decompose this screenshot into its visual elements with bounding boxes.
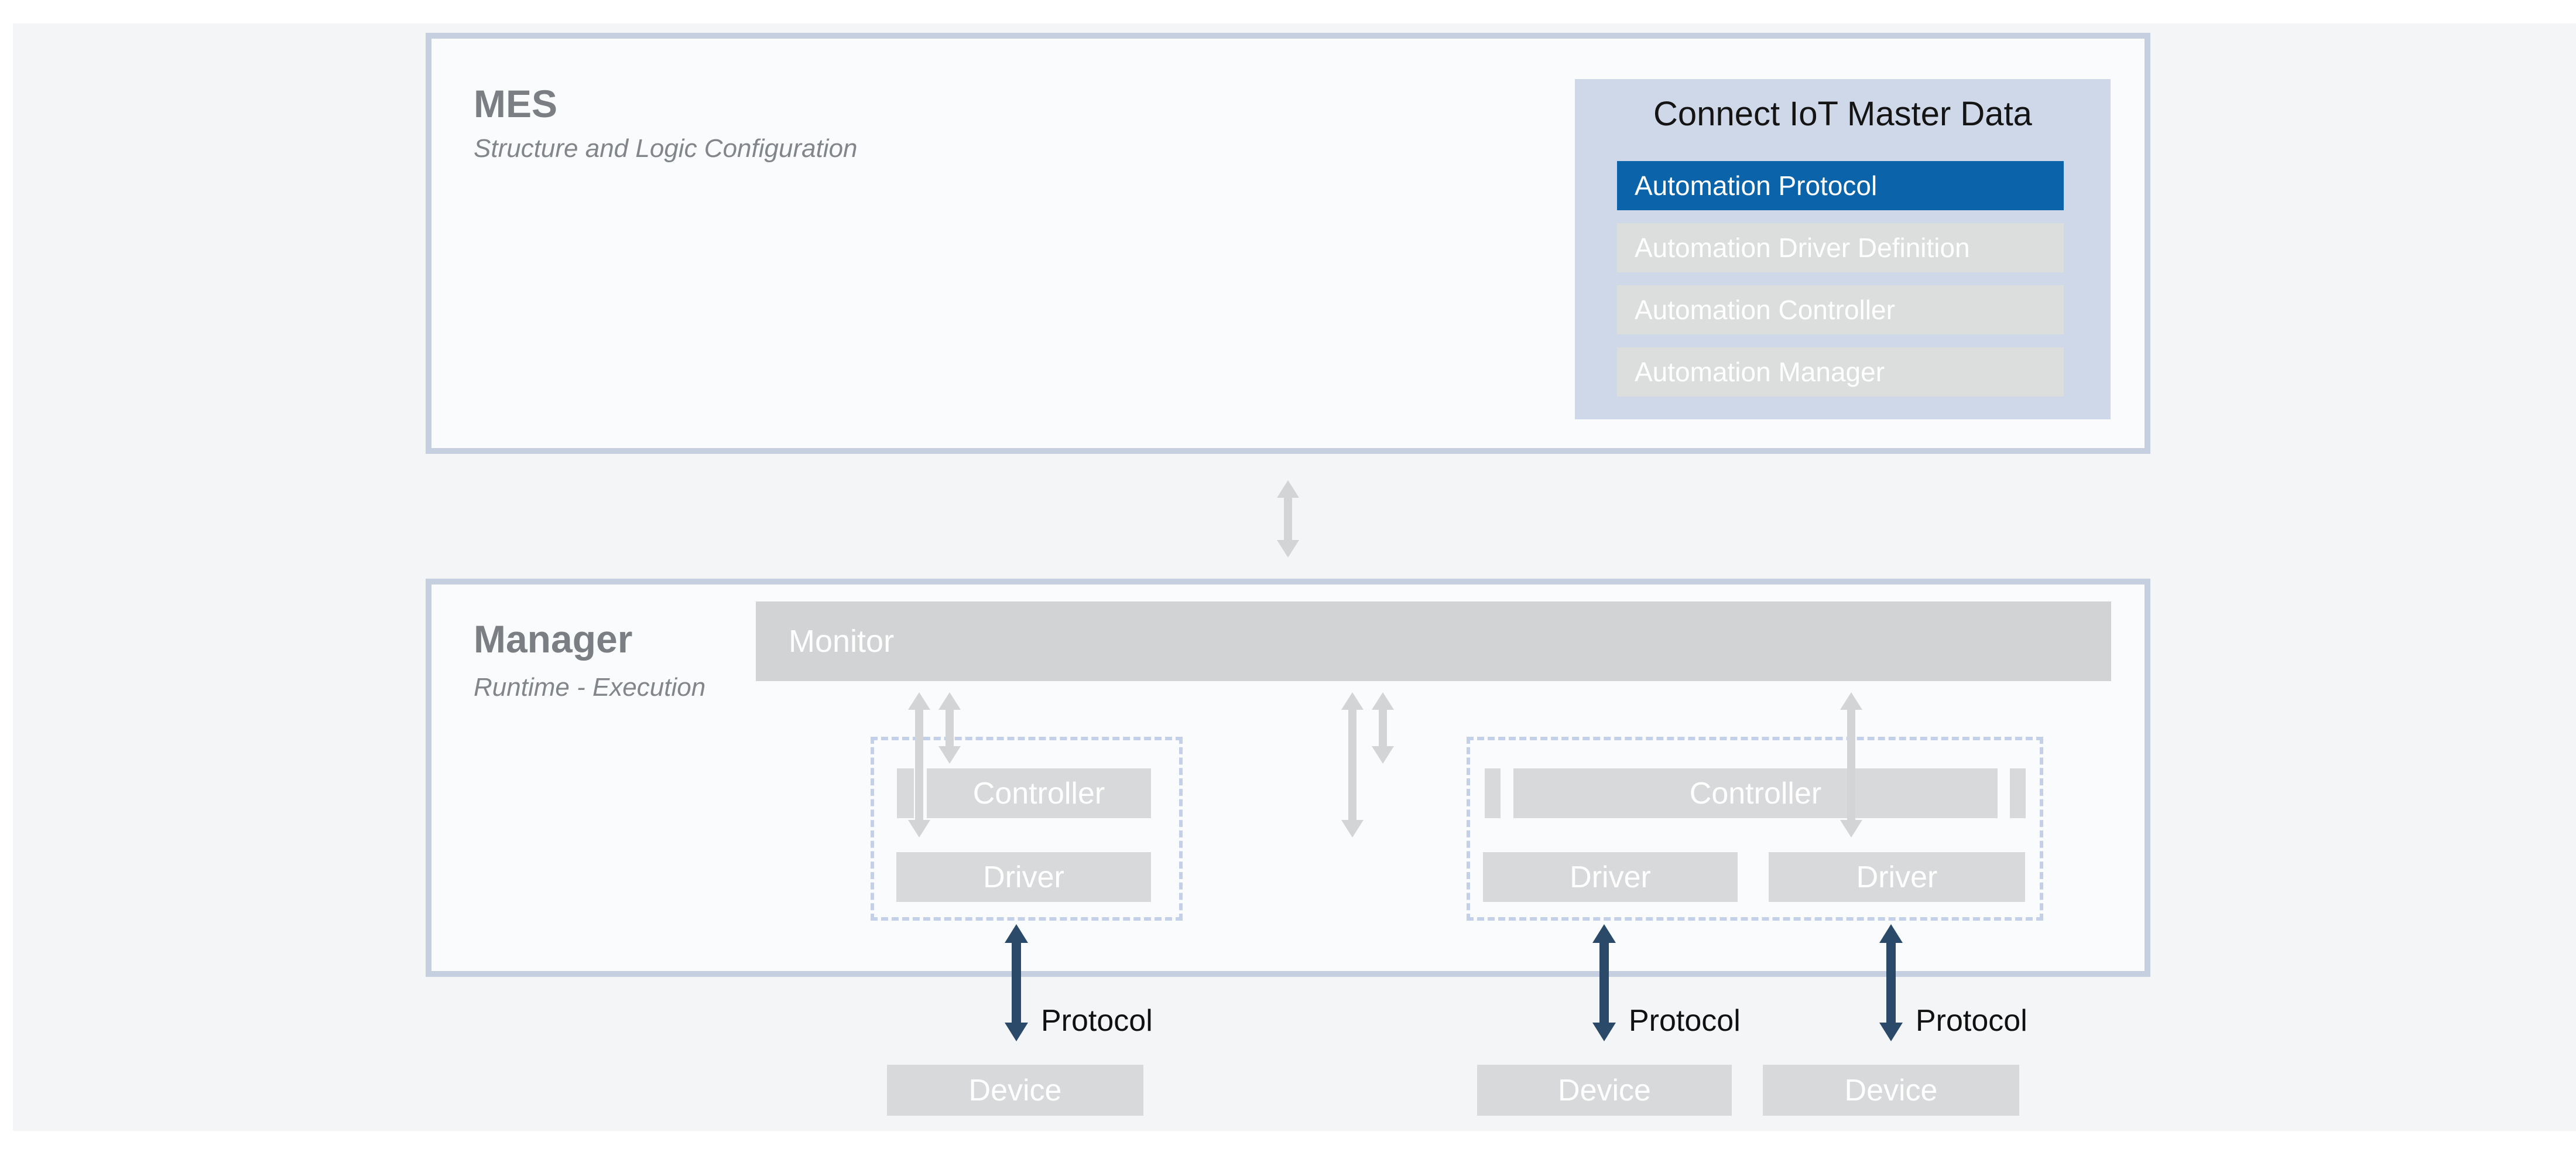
mes-subtitle: Structure and Logic Configuration <box>474 134 858 163</box>
protocol-label: Protocol <box>1916 1004 2027 1038</box>
controller-bar: Controller <box>1513 768 1998 818</box>
driver-label: Driver <box>1856 860 1938 894</box>
manager-subtitle: Runtime - Execution <box>474 673 706 702</box>
mes-box: MES Structure and Logic Configuration Co… <box>426 33 2150 454</box>
arrow-head-down <box>1840 820 1862 837</box>
arrow-shaft <box>1886 941 1896 1025</box>
arrow-shaft <box>1847 707 1855 822</box>
arrow-head-down <box>1372 746 1394 764</box>
monitor-controller-sync-arrow-icon <box>1372 692 1394 764</box>
arrow-shaft <box>915 707 923 822</box>
master-data-panel: Connect IoT Master Data Automation Proto… <box>1575 79 2111 419</box>
arrow-head-down <box>1005 1023 1028 1041</box>
driver-bar: Driver <box>896 852 1151 902</box>
master-data-item-automation-manager[interactable]: Automation Manager <box>1617 347 2064 396</box>
arrow-head-up <box>1592 924 1616 943</box>
arrow-shaft <box>1348 707 1356 822</box>
device-bar: Device <box>1763 1065 2019 1116</box>
arrow-head-down <box>908 820 930 837</box>
manager-box: Manager Runtime - Execution Monitor Cont… <box>426 579 2150 977</box>
master-data-panel-title: Connect IoT Master Data <box>1653 95 2032 133</box>
master-data-item-automation-controller[interactable]: Automation Controller <box>1617 285 2064 334</box>
arrow-shaft <box>1599 941 1609 1025</box>
protocol-label: Protocol <box>1629 1004 1741 1038</box>
arrow-head-up <box>1840 692 1862 710</box>
controller-group-2: Controller Driver Driver <box>1467 737 2043 921</box>
controller-connector-sliver <box>2010 768 2026 818</box>
device-label: Device <box>1844 1073 1938 1107</box>
monitor-label: Monitor <box>789 624 895 659</box>
controller-bar: Controller <box>927 768 1151 818</box>
mes-title: MES <box>474 82 558 125</box>
controller-group-1: Controller Driver <box>871 737 1183 921</box>
arrow-head-up <box>1341 692 1364 710</box>
manager-title: Manager <box>474 617 633 661</box>
monitor-controller-sync-arrow-icon <box>938 692 961 764</box>
arrow-head-up <box>1005 924 1028 943</box>
master-data-item-automation-protocol[interactable]: Automation Protocol <box>1617 161 2064 210</box>
device-label: Device <box>968 1073 1062 1107</box>
device-bar: Device <box>887 1065 1143 1116</box>
device-label: Device <box>1558 1073 1651 1107</box>
arrow-head-up <box>908 692 930 710</box>
arrow-head-down <box>1592 1023 1616 1041</box>
controller-label: Controller <box>972 776 1105 811</box>
monitor-bar: Monitor <box>756 601 2111 681</box>
arrow-shaft <box>946 707 954 748</box>
arrow-head-up <box>1277 480 1299 498</box>
monitor-driver-sync-arrow-icon <box>1341 692 1364 837</box>
arrow-head-down <box>1879 1023 1903 1041</box>
arrow-head-down <box>938 746 961 764</box>
arrow-head-down <box>1277 540 1299 558</box>
monitor-driver-sync-arrow-icon <box>1840 692 1862 837</box>
arrow-head-up <box>1879 924 1903 943</box>
arrow-head-down <box>1341 820 1364 837</box>
arrow-head-up <box>938 692 961 710</box>
master-data-item-automation-driver-definition[interactable]: Automation Driver Definition <box>1617 223 2064 272</box>
protocol-sync-arrow-icon <box>1592 924 1616 1041</box>
arrow-shaft <box>1379 707 1387 748</box>
arrow-head-up <box>1372 692 1394 710</box>
protocol-sync-arrow-icon <box>1005 924 1028 1041</box>
arrow-shaft <box>1012 941 1021 1025</box>
protocol-sync-arrow-icon <box>1879 924 1903 1041</box>
driver-bar: Driver <box>1483 852 1738 902</box>
arrow-shaft <box>1284 495 1292 542</box>
driver-label: Driver <box>1570 860 1651 894</box>
protocol-label: Protocol <box>1041 1004 1153 1038</box>
mes-manager-sync-arrow-icon <box>1277 480 1299 558</box>
driver-label: Driver <box>983 860 1064 894</box>
monitor-driver-sync-arrow-icon <box>908 692 930 837</box>
device-bar: Device <box>1477 1065 1732 1116</box>
driver-bar: Driver <box>1769 852 2025 902</box>
controller-connector-sliver <box>897 768 914 818</box>
controller-connector-sliver <box>1485 768 1501 818</box>
controller-label: Controller <box>1689 776 1822 811</box>
